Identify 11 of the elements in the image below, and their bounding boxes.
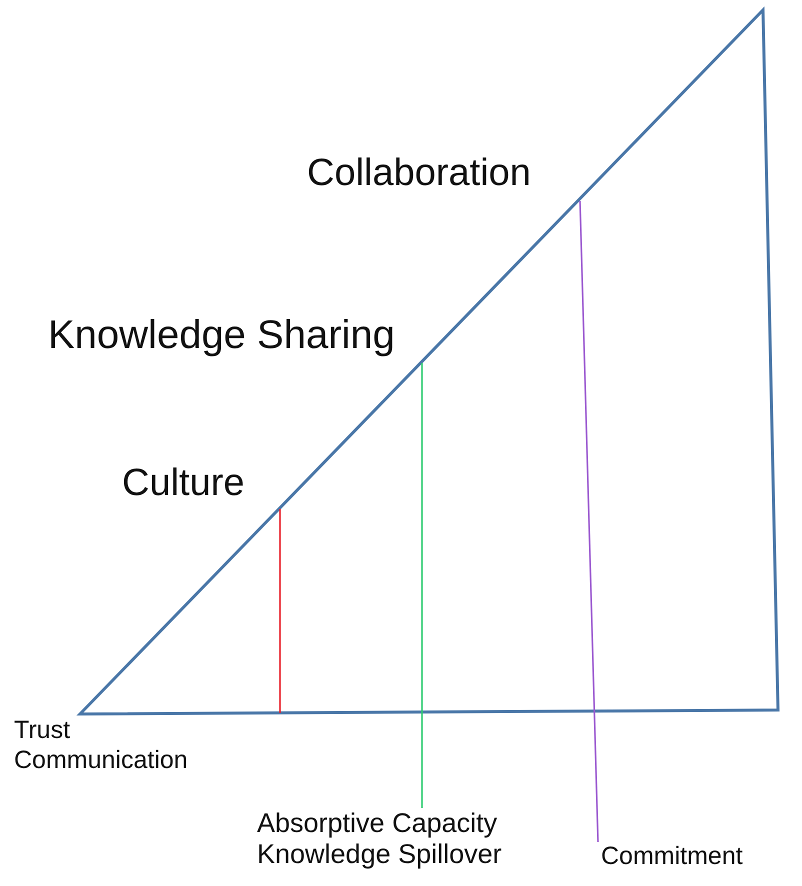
- leader-line: [579, 200, 599, 842]
- corner-label: Communication: [14, 746, 188, 775]
- level-label: Knowledge Sharing: [48, 312, 424, 363]
- factor-label: Absorptive Capacity: [257, 808, 498, 840]
- factor-label: Commitment: [601, 842, 743, 871]
- factor-label: Knowledge Spillover: [257, 839, 502, 870]
- corner-label: Trust: [14, 716, 70, 745]
- leader-line: [279, 509, 281, 713]
- leader-line: [421, 363, 423, 808]
- level-label: Culture: [122, 462, 282, 509]
- level-label: Collaboration: [307, 152, 582, 201]
